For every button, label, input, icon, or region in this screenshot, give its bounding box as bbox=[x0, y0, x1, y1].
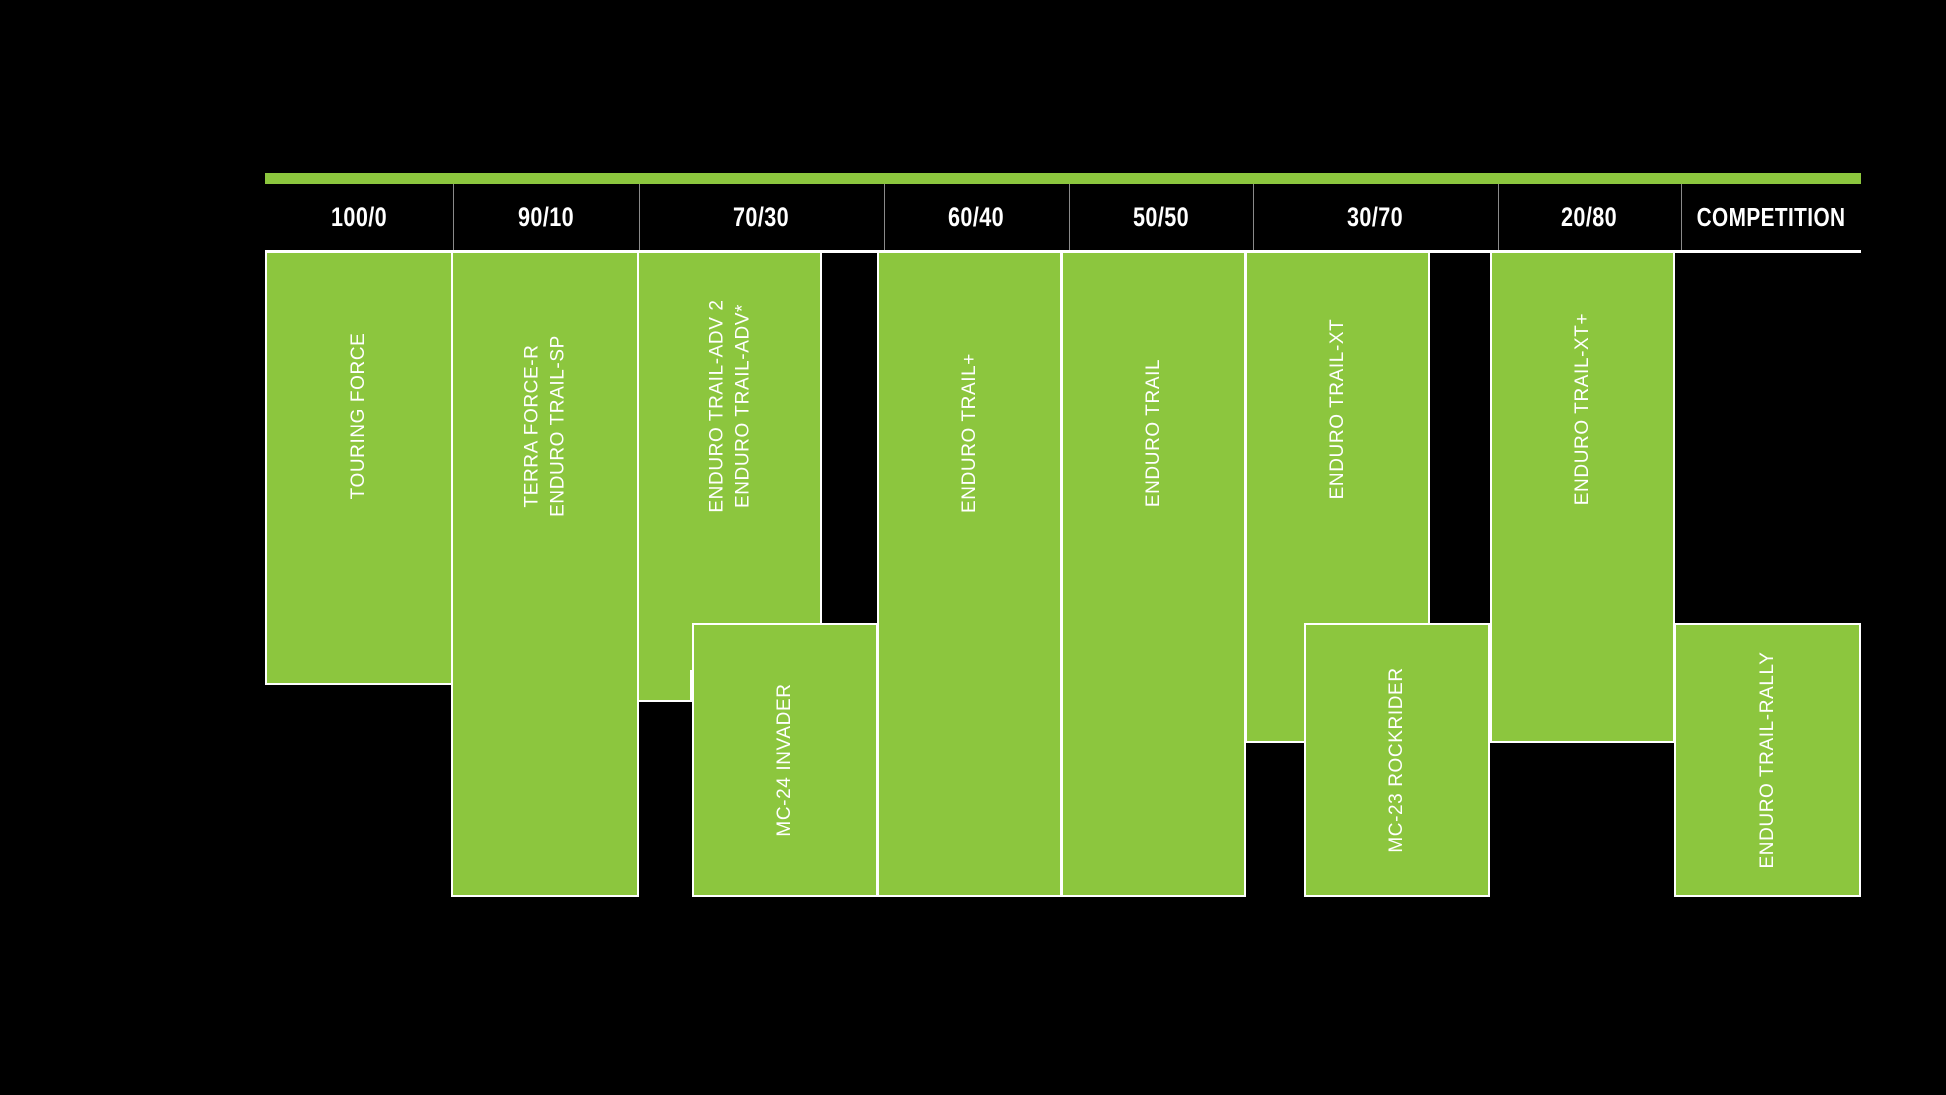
header-label-3: 60/40 bbox=[948, 202, 1005, 232]
bar-touring-force[interactable]: TOURING FORCE bbox=[265, 251, 453, 685]
header-divider-5 bbox=[1253, 184, 1254, 251]
header-cell-7[interactable]: COMPETITION bbox=[1681, 184, 1861, 251]
bar-label-enduro-trail-xt-plus: ENDURO TRAIL-XT+ bbox=[1571, 312, 1593, 506]
header-label-0: 100/0 bbox=[330, 202, 388, 232]
header-divider-6 bbox=[1498, 184, 1499, 251]
bar-terra-force-r[interactable]: TERRA FORCE-R ENDURO TRAIL-SP bbox=[451, 251, 639, 897]
bar-label-enduro-trail-rally: ENDURO TRAIL-RALLY bbox=[1756, 651, 1778, 869]
header-label-6: 20/80 bbox=[1561, 202, 1618, 232]
bar-enduro-trail-xt-plus[interactable]: ENDURO TRAIL-XT+ bbox=[1490, 251, 1675, 743]
header-cell-0[interactable]: 100/0 bbox=[265, 184, 453, 251]
header-divider-1 bbox=[453, 184, 454, 251]
header-row: 100/0 90/10 70/30 60/40 50/50 30/70 20/8… bbox=[265, 184, 1861, 251]
header-cell-2[interactable]: 70/30 bbox=[639, 184, 884, 251]
header-cell-1[interactable]: 90/10 bbox=[453, 184, 639, 251]
bar-label-terra-force-r: TERRA FORCE-R ENDURO TRAIL-SP bbox=[521, 335, 568, 518]
bar-enduro-trail-rally[interactable]: ENDURO TRAIL-RALLY bbox=[1674, 623, 1861, 897]
bar-label-enduro-trail: ENDURO TRAIL bbox=[1142, 358, 1164, 507]
bar-label-mc24-invader: MC-24 INVADER bbox=[774, 683, 796, 837]
bar-mc23-rockrider[interactable]: MC-23 ROCKRIDER bbox=[1304, 623, 1490, 897]
bar-label-enduro-trail-xt: ENDURO TRAIL-XT bbox=[1326, 318, 1348, 500]
header-divider-7 bbox=[1681, 184, 1682, 251]
top-accent-rule bbox=[265, 173, 1861, 184]
header-label-2: 70/30 bbox=[733, 202, 790, 232]
bar-mc24-invader[interactable]: MC-24 INVADER bbox=[692, 623, 878, 897]
header-divider-4 bbox=[1069, 184, 1070, 251]
header-label-5: 30/70 bbox=[1347, 202, 1404, 232]
header-divider-2 bbox=[639, 184, 640, 251]
header-label-1: 90/10 bbox=[517, 202, 575, 232]
header-cell-6[interactable]: 20/80 bbox=[1498, 184, 1681, 251]
header-divider-3 bbox=[884, 184, 885, 251]
bar-label-enduro-trail-plus: ENDURO TRAIL+ bbox=[958, 352, 980, 513]
bar-enduro-trail-plus[interactable]: ENDURO TRAIL+ bbox=[877, 251, 1062, 897]
bar-enduro-trail-adv[interactable]: ENDURO TRAIL-ADV 2 ENDURO TRAIL-ADV* bbox=[637, 251, 822, 691]
bar-enduro-trail[interactable]: ENDURO TRAIL bbox=[1061, 251, 1246, 897]
bar-label-touring-force: TOURING FORCE bbox=[348, 332, 370, 500]
bar-enduro-trail-adv-tail bbox=[637, 670, 692, 702]
header-cell-3[interactable]: 60/40 bbox=[884, 184, 1069, 251]
header-cell-5[interactable]: 30/70 bbox=[1253, 184, 1498, 251]
header-label-4: 50/50 bbox=[1132, 202, 1190, 232]
bar-label-enduro-trail-adv: ENDURO TRAIL-ADV 2 ENDURO TRAIL-ADV* bbox=[705, 299, 753, 513]
header-cell-4[interactable]: 50/50 bbox=[1069, 184, 1253, 251]
header-label-7: COMPETITION bbox=[1696, 202, 1846, 232]
bar-label-mc23-rockrider: MC-23 ROCKRIDER bbox=[1386, 667, 1408, 853]
